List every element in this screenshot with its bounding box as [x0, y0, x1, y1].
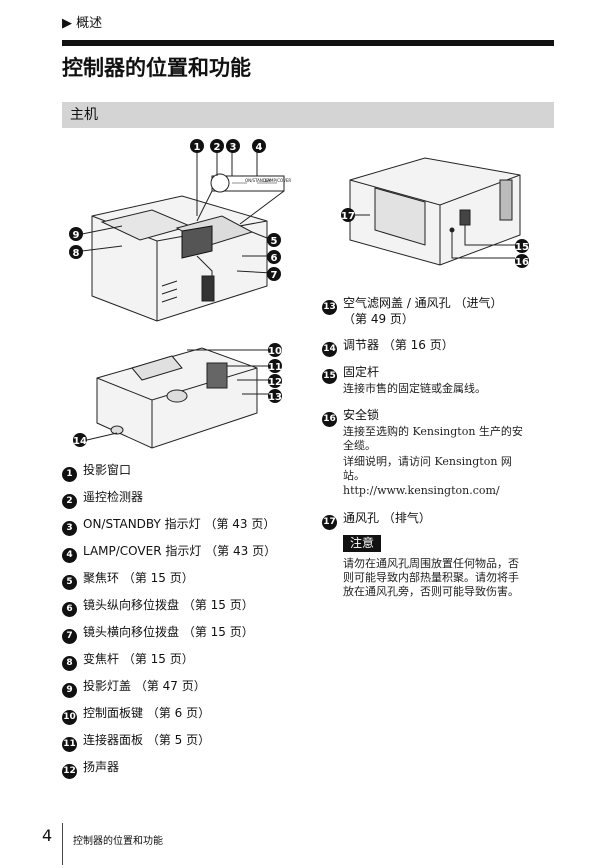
breadcrumb: ▶ 概述: [62, 16, 103, 31]
svg-text:1: 1: [194, 142, 201, 153]
callout-3: 3: [226, 139, 240, 153]
item-16-desc: 全缆。: [343, 439, 376, 452]
callout-16: 16: [515, 254, 529, 268]
callout-9: 9: [69, 227, 83, 241]
svg-text:9: 9: [73, 230, 80, 241]
item-13-page: （第 49 页）: [343, 312, 414, 326]
page-number: 4: [42, 826, 53, 845]
callout-5: 5: [267, 233, 281, 247]
svg-text:15: 15: [515, 242, 529, 253]
callout-10: 10: [268, 343, 282, 357]
callout-12: 12: [268, 374, 282, 388]
svg-text:2: 2: [214, 142, 221, 153]
callout-7: 7: [267, 267, 281, 281]
page-title: 控制器的位置和功能: [62, 56, 251, 80]
title-rule: [62, 40, 554, 46]
callout-6: 6: [267, 250, 281, 264]
on-standby-label: ON/STANDBY: [245, 178, 271, 183]
callout-1: 1: [190, 139, 204, 153]
item-16-desc: 连接至选购的 Kensington 生产的安: [343, 425, 523, 438]
note-text: 则可能导致内部热量积聚。请勿将手: [343, 571, 519, 584]
svg-text:6: 6: [271, 253, 278, 264]
lamp-cover-label: LAMP/COVER: [265, 178, 291, 183]
item-16-desc: 站。: [343, 469, 365, 482]
callout-2: 2: [210, 139, 224, 153]
note-badge: 注意: [343, 535, 381, 552]
svg-text:4: 4: [256, 142, 263, 153]
footer-divider: [62, 823, 63, 865]
svg-text:5: 5: [271, 236, 278, 247]
item-16-url: http://www.kensington.com/: [343, 484, 500, 497]
svg-text:13: 13: [268, 392, 282, 403]
item-16-desc: 详细说明，请访问 Kensington 网: [343, 455, 512, 468]
svg-text:12: 12: [268, 377, 282, 388]
callout-11: 11: [268, 359, 282, 373]
note-text: 放在通风孔旁，否则可能导致伤害。: [343, 585, 519, 598]
callout-17: 17: [341, 208, 355, 222]
svg-text:11: 11: [268, 362, 282, 373]
svg-text:10: 10: [268, 346, 282, 357]
svg-text:3: 3: [230, 142, 237, 153]
callout-8: 8: [69, 245, 83, 259]
callout-4: 4: [252, 139, 266, 153]
svg-text:7: 7: [271, 270, 278, 281]
callout-14: 14: [73, 433, 87, 447]
callout-15: 15: [515, 239, 529, 253]
svg-text:16: 16: [515, 257, 529, 268]
svg-text:17: 17: [341, 211, 355, 222]
svg-text:8: 8: [73, 248, 80, 259]
item-15-desc: 连接市售的固定链或金属线。: [343, 382, 486, 395]
projector-top-diagram: ON/STANDBY LAMP/COVER 1 2 3 4 5 6 7 9 8: [69, 139, 291, 322]
projector-rear-diagram: 17 15 16: [341, 157, 529, 268]
projector-bottom-diagram: 10 11 12 13 14: [73, 343, 282, 449]
note-text: 请勿在通风孔周围放置任何物品，否: [343, 557, 519, 570]
footer-title: 控制器的位置和功能: [73, 836, 163, 847]
section-header: 主机: [62, 102, 554, 128]
callout-13: 13: [268, 389, 282, 403]
svg-text:14: 14: [73, 436, 87, 447]
